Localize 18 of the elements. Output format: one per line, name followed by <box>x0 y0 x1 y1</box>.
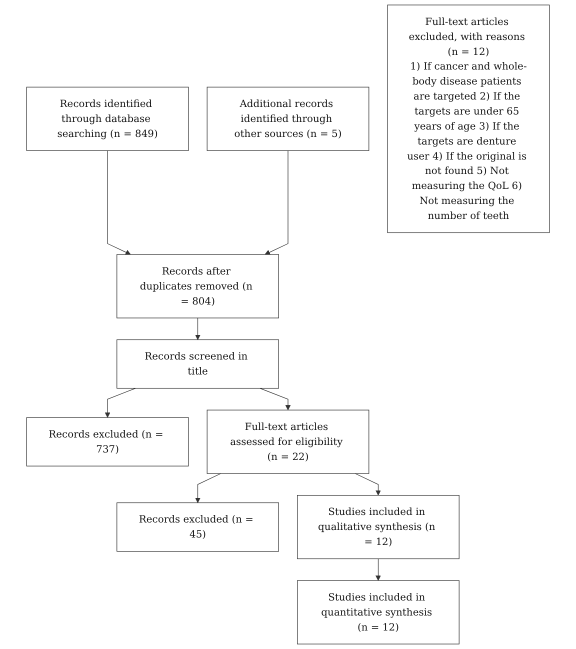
node-box: Records excluded (n = 45) <box>116 502 279 552</box>
arrow <box>354 473 381 496</box>
node-box: Additional records identified through other sources (n = 5) <box>206 86 370 151</box>
arrow <box>260 388 291 410</box>
node-box: Full-text articles excluded, with reasons (n = 12) 1) If cancer and whole-body disease patients are targeted 2) If the targets are under 65 years of age 3) If the targets are denture user 4) If the original is not found 5) Not measuring the QoL 6) Not measuring the number of teeth <box>387 4 550 234</box>
arrow <box>195 318 201 340</box>
arrow <box>107 150 131 255</box>
node-box: Studies included in qualitative synthesis (n = 12) <box>297 495 460 560</box>
arrow <box>375 558 381 581</box>
arrow <box>264 150 288 255</box>
node-box: Records identified through database searching (n = 849) <box>26 86 189 151</box>
node-box: Full-text articles assessed for eligibility (n = 22) <box>206 410 370 474</box>
node-box: Studies included in quantitative synthesis (n = 12) <box>297 580 460 644</box>
node-box: Records screened in title <box>116 339 279 389</box>
arrow <box>195 473 222 504</box>
arrow <box>104 388 136 418</box>
node-box: Records excluded (n = 737) <box>26 417 189 466</box>
node-box: Records after duplicates removed (n = 804) <box>116 254 279 318</box>
